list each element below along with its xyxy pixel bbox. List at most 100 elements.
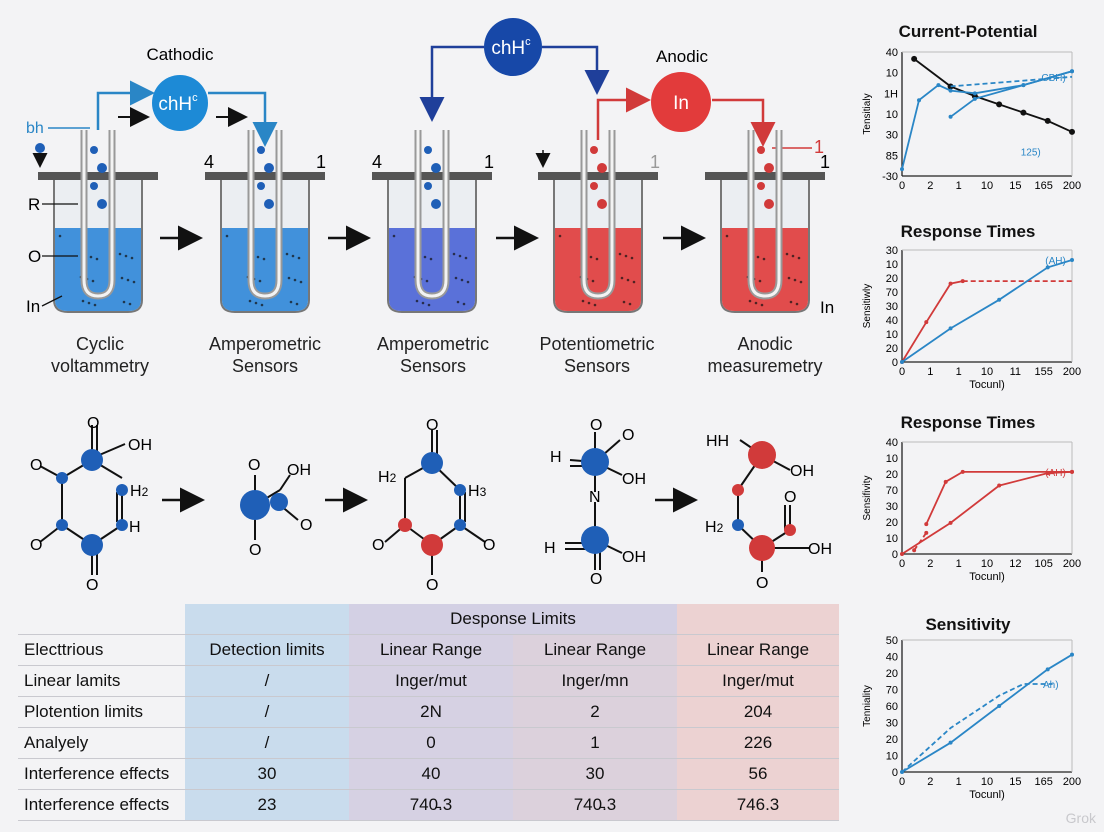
- annotation-label: CBH): [1041, 73, 1065, 84]
- chart-title-1: Current-Potential: [898, 22, 1038, 41]
- y-axis-label: Sensifivity: [862, 475, 873, 520]
- mid-arrow-right: [542, 45, 610, 95]
- x-tick-label: 10: [981, 366, 993, 378]
- data-point: [900, 552, 904, 556]
- x-tick-label: 15: [1009, 180, 1021, 192]
- electrode-bubble: [97, 199, 107, 209]
- electrode-bubble: [257, 146, 265, 154]
- svg-text:O: O: [86, 577, 98, 594]
- y-tick-label: 0: [892, 767, 898, 779]
- electrode-bubble: [764, 199, 774, 209]
- svg-text:1: 1: [484, 152, 494, 172]
- annotation-label: 125): [1021, 147, 1041, 158]
- svg-text:H2: H2: [130, 483, 149, 500]
- data-point: [948, 326, 953, 331]
- table-header-row: Desponse Limits: [18, 604, 839, 635]
- anodic-arrow-out: [712, 98, 776, 147]
- data-point: [1045, 471, 1050, 476]
- svg-text:O: O: [30, 457, 42, 474]
- data-point: [972, 91, 977, 96]
- in-label-left: In: [26, 297, 40, 316]
- cathodic-label: Cathodic: [146, 45, 214, 64]
- data-point: [1070, 652, 1074, 657]
- cell-label-3: Amperometric Sensors: [376, 334, 490, 376]
- data-point: [1045, 667, 1050, 672]
- table-row: Interference effects 23 740̵.3 740̵.3 74…: [18, 789, 839, 821]
- svg-text:O: O: [87, 415, 99, 432]
- beaker-5: [705, 130, 825, 313]
- o-label: O: [28, 247, 41, 266]
- x-tick-label: 0: [899, 776, 905, 788]
- data-point: [1069, 128, 1075, 135]
- cell-label-4: Potentiometric Sensors: [539, 334, 655, 376]
- electrode-bubble: [264, 163, 274, 173]
- table-row: Linear lamits / Inger/mut Inger/mn Inger…: [18, 665, 839, 697]
- electrode-bubble: [590, 182, 598, 190]
- data-point: [900, 360, 904, 364]
- y-tick-label: 20: [886, 343, 898, 355]
- data-point: [924, 522, 929, 527]
- y-tick-label: 30: [886, 301, 898, 313]
- x-tick-label: 200: [1063, 776, 1081, 788]
- beaker-3: [372, 130, 492, 313]
- x-tick-label: 0: [899, 180, 905, 192]
- y-tick-label: 20: [886, 469, 898, 481]
- response-limits-table: Desponse Limits Electtrious Detection li…: [18, 604, 839, 821]
- series-line: [925, 471, 1072, 525]
- data-point: [948, 520, 953, 525]
- table-cell: 56: [677, 758, 839, 790]
- data-point: [900, 167, 904, 172]
- y-tick-label: -30: [882, 171, 898, 183]
- beaker-1: [38, 130, 158, 313]
- svg-text:O: O: [784, 489, 796, 506]
- data-point: [947, 83, 954, 90]
- x-tick-label: 10: [981, 180, 993, 192]
- y-tick-label: 20: [886, 734, 898, 746]
- series-line: [950, 75, 1073, 88]
- series-line: [901, 653, 1073, 773]
- table-cell: 2: [513, 696, 677, 728]
- x-tick-label: 1: [956, 180, 962, 192]
- table-cell: /: [185, 696, 349, 728]
- y-tick-label: 85: [886, 150, 898, 162]
- watermark: Grok: [1065, 810, 1096, 826]
- x-tick-label: 1: [956, 558, 962, 570]
- y-tick-label: 50: [886, 635, 898, 647]
- cell-label-5: Anodic measuremetry: [707, 334, 823, 376]
- x-tick-label: 200: [1063, 366, 1081, 378]
- data-point: [924, 320, 929, 325]
- table-row: Analyely / 0 1 226: [18, 727, 839, 759]
- y-tick-label: 20: [886, 517, 898, 529]
- table-cell: 740̵.3: [513, 789, 677, 821]
- anodic-arrow-in: [596, 87, 651, 140]
- table-cell: 30: [185, 758, 349, 790]
- table-cell: Interference effects: [18, 758, 185, 790]
- anodic-label: Anodic: [656, 47, 708, 66]
- data-point: [997, 297, 1002, 302]
- x-tick-label: 1: [927, 366, 933, 378]
- anodic-bubble: [651, 72, 711, 132]
- series-line: [901, 259, 1073, 363]
- cathodic-bubble: [152, 75, 208, 131]
- x-tick-label: 155: [1034, 366, 1052, 378]
- svg-text:HH: HH: [706, 433, 729, 450]
- svg-text:1: 1: [316, 152, 326, 172]
- data-point: [1020, 109, 1027, 116]
- x-tick-label: 10: [981, 776, 993, 788]
- svg-text:O: O: [483, 537, 495, 554]
- svg-text:O: O: [426, 417, 438, 434]
- svg-text:O: O: [249, 542, 261, 559]
- data-point: [972, 96, 977, 101]
- electrode-bubble: [590, 146, 598, 154]
- svg-text:O: O: [622, 427, 634, 444]
- electrode-bubble: [764, 163, 774, 173]
- data-point: [1070, 257, 1074, 262]
- anodic-bubble-label: In: [673, 93, 689, 114]
- svg-text:4: 4: [372, 152, 382, 172]
- electrode-bubble: [424, 146, 432, 154]
- svg-text:OH: OH: [622, 471, 646, 488]
- series-line: [901, 683, 1053, 773]
- column-header: Detection limits: [185, 634, 349, 666]
- bh-label: bh: [26, 120, 44, 137]
